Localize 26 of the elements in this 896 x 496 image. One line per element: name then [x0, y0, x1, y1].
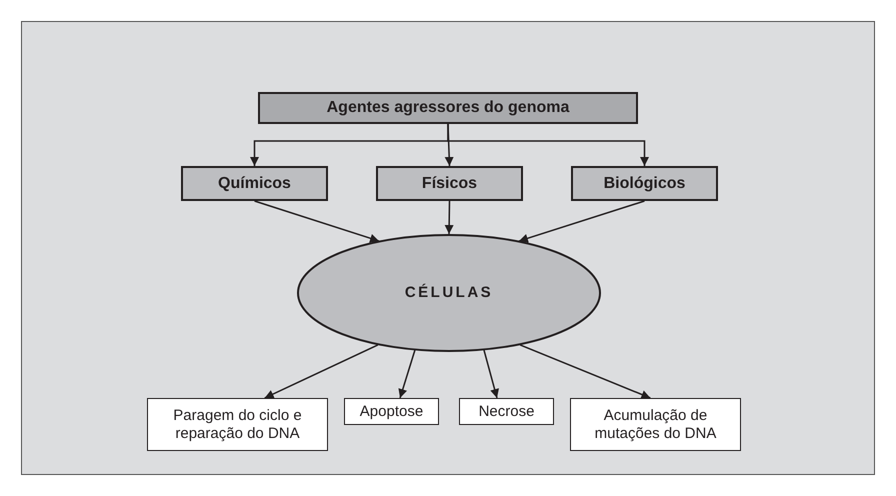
outcome-box: [344, 398, 439, 425]
node-label: Necrose: [478, 402, 536, 420]
source-box: [258, 92, 638, 124]
category-box: [181, 166, 328, 201]
node-label: Biológicos: [602, 174, 686, 194]
arrow: [520, 344, 651, 399]
outcome-box: [459, 398, 554, 425]
category-box: [376, 166, 523, 201]
node-label: CÉLULAS: [404, 284, 494, 302]
arrow: [518, 200, 645, 243]
arrow: [483, 350, 499, 398]
arrow: [254, 200, 380, 243]
arrow: [444, 200, 454, 234]
node-label: Físicos: [420, 174, 478, 194]
category-box: [571, 166, 718, 201]
arrow: [398, 350, 416, 398]
arrow: [447, 124, 649, 166]
node-label: Acumulação de mutações do DNA: [594, 406, 718, 442]
cell-ellipse: [297, 234, 601, 352]
outcome-box: [147, 398, 328, 451]
node-label: Agentes agressores do genoma: [326, 98, 570, 118]
node-label: Apoptose: [358, 402, 424, 420]
node-label: Químicos: [217, 174, 292, 194]
arrow: [264, 344, 378, 399]
outcome-box: [570, 398, 741, 451]
node-label: Paragem do ciclo e reparação do DNA: [172, 406, 303, 442]
